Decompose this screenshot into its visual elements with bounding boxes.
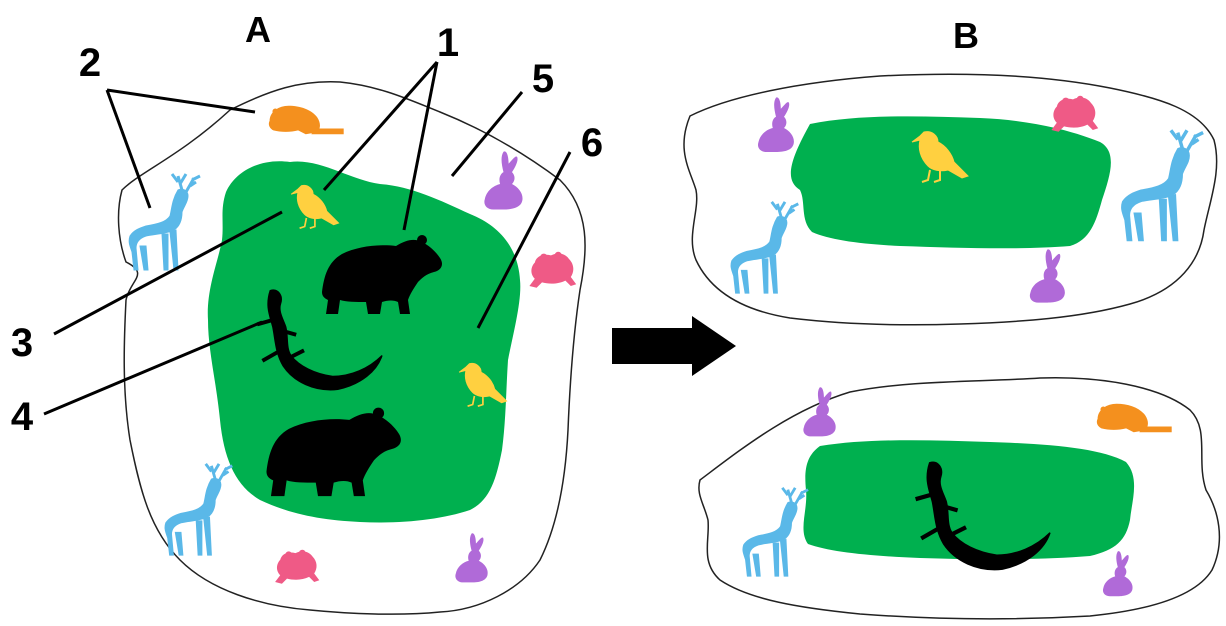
panel-b: B [684, 15, 1219, 619]
callout-3: 3 [11, 321, 33, 365]
callout-5: 5 [532, 57, 554, 101]
callout-2: 2 [79, 41, 101, 85]
forest-patch-b-top [791, 116, 1111, 248]
callout-4: 4 [11, 395, 34, 439]
panel-a-label: A [245, 9, 271, 50]
callout-6: 6 [581, 121, 603, 165]
panel-b-label: B [953, 15, 979, 56]
arrow-right-icon [612, 316, 736, 376]
forest-patch-b-bottom [803, 440, 1134, 559]
callout-1: 1 [437, 21, 459, 65]
panel-a: A 1 2 3 4 5 6 [11, 9, 603, 614]
